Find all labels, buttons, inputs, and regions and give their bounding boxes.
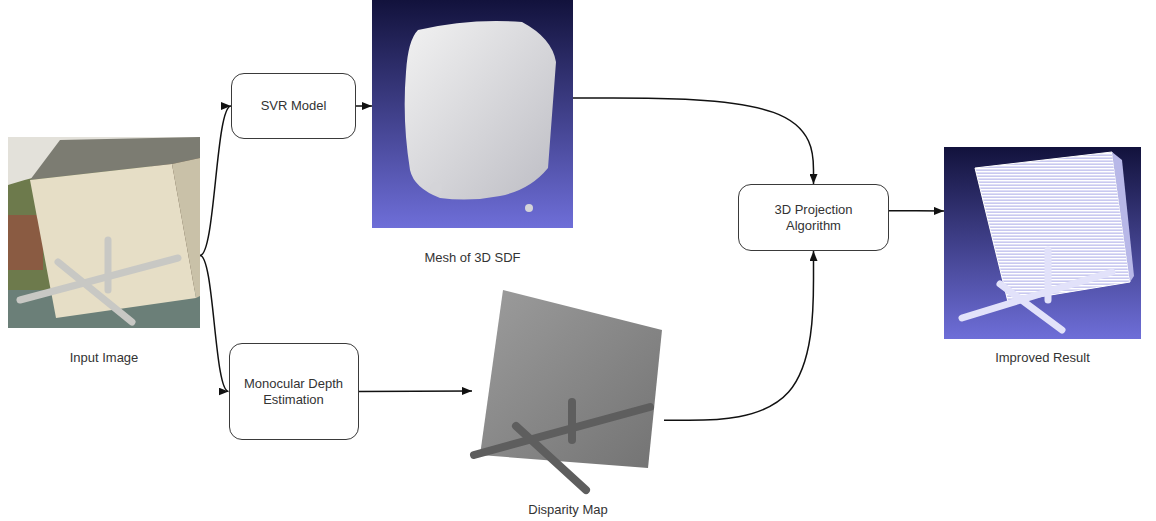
- image-caption: Input Image: [70, 350, 139, 366]
- flow-arrow: [359, 390, 473, 392]
- mesh-blob: [405, 21, 556, 200]
- image-panel: Disparity Map: [472, 287, 664, 492]
- image-caption: Disparity Map: [528, 502, 607, 518]
- image-panel: Input Image: [8, 137, 200, 328]
- image-caption: Improved Result: [995, 350, 1090, 366]
- process-box: Monocular Depth Estimation: [229, 343, 359, 440]
- box-label: SVR Model: [261, 98, 327, 114]
- flow-arrow: [200, 255, 229, 391]
- flow-arrow: [200, 106, 231, 255]
- result-background: [944, 147, 1141, 339]
- cube-front: [30, 164, 196, 318]
- building: [8, 215, 43, 270]
- cube-side: [172, 158, 200, 298]
- flow-arrow: [664, 251, 814, 420]
- mesh-fragment: [525, 204, 533, 212]
- flow-arrow: [889, 210, 944, 212]
- mesh-fragment: [430, 182, 442, 194]
- mesh-background: [372, 0, 573, 228]
- disparity-legs: [474, 402, 650, 490]
- result-cube: [975, 152, 1130, 302]
- flow-arrow: [573, 98, 814, 184]
- box-label: Monocular Depth Estimation: [239, 376, 349, 408]
- box-label: 3D Projection Algorithm: [764, 202, 864, 234]
- image-caption: Mesh of 3D SDF: [424, 250, 520, 266]
- photo-ground: [8, 137, 200, 328]
- input-photo: [8, 137, 200, 328]
- stand-legs: [20, 240, 178, 322]
- image-panel: Mesh of 3D SDF: [372, 0, 573, 228]
- image-panel: Improved Result: [944, 147, 1141, 339]
- process-box: SVR Model: [231, 73, 356, 139]
- result-legs: [962, 250, 1112, 330]
- flow-arrow: [356, 105, 372, 107]
- result-cube-side: [1112, 152, 1134, 282]
- disparity-cube: [480, 290, 662, 468]
- process-box: 3D Projection Algorithm: [738, 184, 889, 251]
